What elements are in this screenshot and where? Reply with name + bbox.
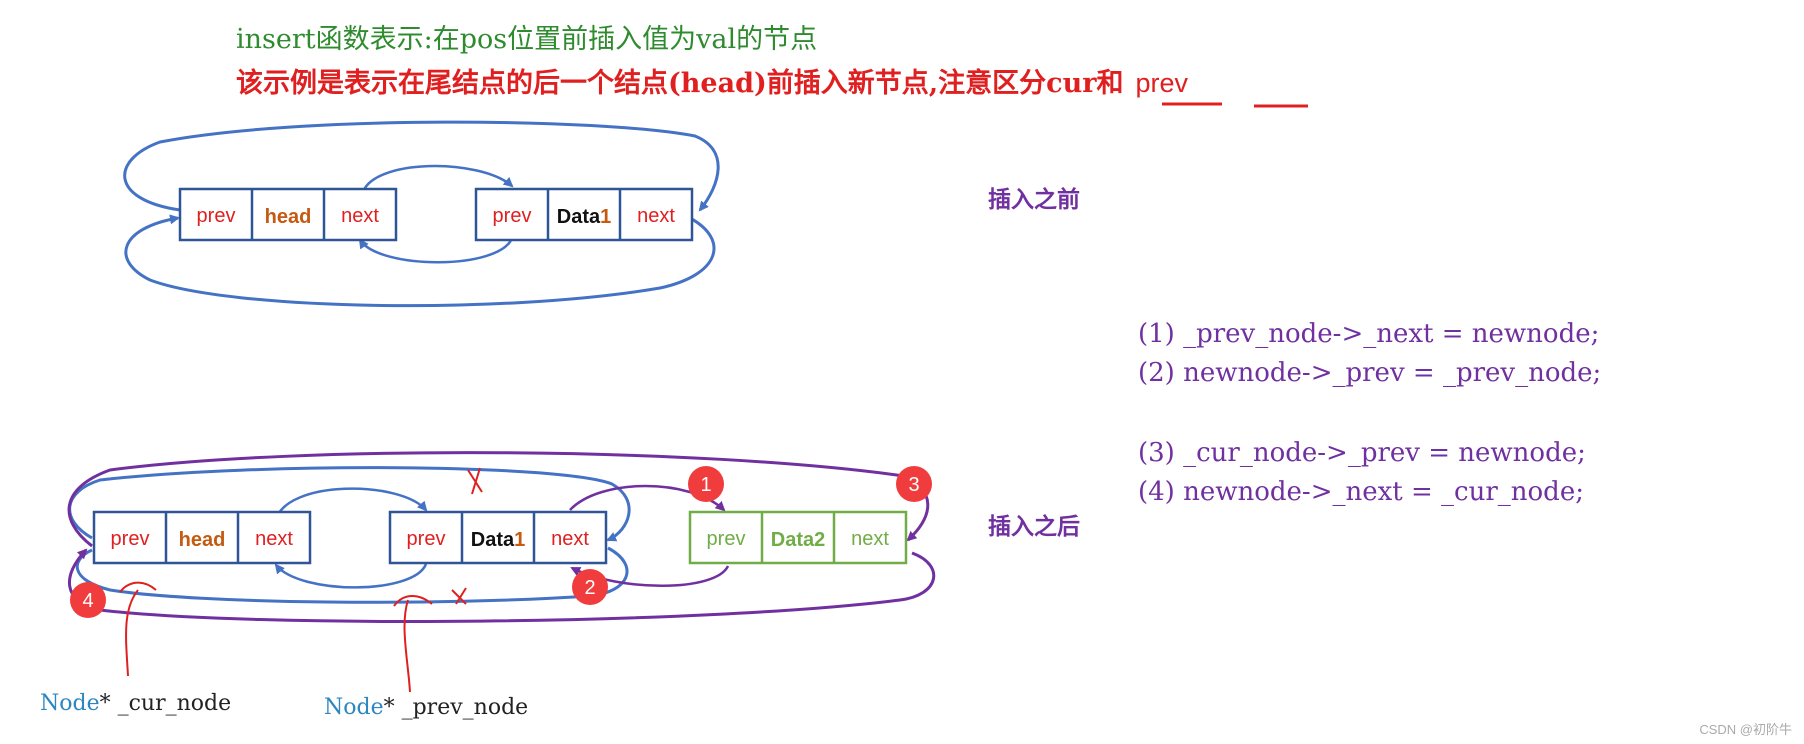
watermark: CSDN @初阶牛 <box>1699 722 1792 737</box>
svg-text:3: 3 <box>908 474 919 496</box>
badge-3: 3 <box>896 466 932 502</box>
after-data2-data-cell: Data2 <box>771 529 825 551</box>
before-data1-node: prev Data1 next <box>474 187 694 242</box>
svg-text:2: 2 <box>584 577 595 599</box>
after-old-bottom-loop-arrow <box>75 546 629 604</box>
after-head-node: prev head next <box>92 510 312 565</box>
before-data1-next-cell: next <box>637 205 675 227</box>
after-data2-next-cell: next <box>851 528 889 550</box>
after-data2-node-box <box>688 510 908 565</box>
before-head-node-box <box>178 187 398 242</box>
label-before: 插入之前 <box>988 186 1080 212</box>
after-data1-prev-arrow <box>274 563 428 589</box>
before-head-next-cell: next <box>341 205 379 227</box>
steps-list: (1) _prev_node->_next = newnode; (2) new… <box>1138 319 1601 507</box>
before-head-node: prev head next <box>178 187 398 242</box>
step-3: (3) _cur_node->_prev = newnode; <box>1138 438 1586 468</box>
title-line2: 该示例是表示在尾结点的后一个结点(head)前插入新节点,注意区分cur和 pre… <box>236 67 1188 99</box>
after-data1-data-cell: Data1 <box>471 529 525 551</box>
after-diagram: prev head next prev Data1 next prev Data… <box>67 451 936 693</box>
step-4: (4) newnode->_next = _cur_node; <box>1138 477 1584 507</box>
badge-2: 2 <box>572 569 608 605</box>
title-and: 和 <box>1096 68 1123 99</box>
cross-mark-bottom <box>451 587 467 605</box>
badge-4: 4 <box>70 582 106 618</box>
after-head-next-arrow <box>274 487 428 521</box>
after-data1-node: prev Data1 next <box>388 510 608 565</box>
before-data1-prev-cell: prev <box>493 205 532 227</box>
svg-text:4: 4 <box>82 590 93 612</box>
step-1: (1) _prev_node->_next = newnode; <box>1138 319 1599 349</box>
title-prev: prev <box>1135 68 1188 98</box>
badge-1: 1 <box>688 466 724 502</box>
before-head-next-arrow <box>360 164 514 196</box>
after-data1-prev-cell: prev <box>407 528 446 550</box>
after-data2-node: prev Data2 next <box>688 510 908 565</box>
cur-node-label: Node* _cur_node <box>40 691 231 716</box>
before-bottom-loop-arrow <box>124 214 716 308</box>
cur-node-pointer-line <box>119 581 157 677</box>
before-data1-data-cell: Data1 <box>557 206 611 228</box>
prev-node-label: Node* _prev_node <box>324 695 528 720</box>
after-data2-prev-cell: prev <box>707 528 746 550</box>
before-data1-prev-arrow <box>358 237 514 264</box>
title-cur: cur <box>1046 68 1097 99</box>
title-line1: insert函数表示:在pos位置前插入值为val的节点 <box>236 24 817 55</box>
step-2: (2) newnode->_prev = _prev_node; <box>1138 358 1601 388</box>
svg-text:1: 1 <box>700 474 711 496</box>
before-diagram: prev head next prev Data1 next <box>123 120 720 308</box>
after-data1-next-cell: next <box>551 528 589 550</box>
after-data1-node-box <box>388 510 608 565</box>
before-head-prev-cell: prev <box>197 205 236 227</box>
title-line2-prefix: 该示例是表示在尾结点的后一个结点(head)前插入新节点,注意区分 <box>236 67 1046 99</box>
after-head-node-box <box>92 510 312 565</box>
after-head-prev-cell: prev <box>111 528 150 550</box>
before-data1-node-box <box>474 187 694 242</box>
before-top-loop-arrow <box>123 120 720 212</box>
prev-node-pointer-line <box>393 595 433 693</box>
before-head-data-cell: head <box>265 206 312 228</box>
after-head-data-cell: head <box>179 529 226 551</box>
label-after: 插入之后 <box>988 513 1080 539</box>
after-head-next-cell: next <box>255 528 293 550</box>
cross-mark-top <box>467 467 483 495</box>
